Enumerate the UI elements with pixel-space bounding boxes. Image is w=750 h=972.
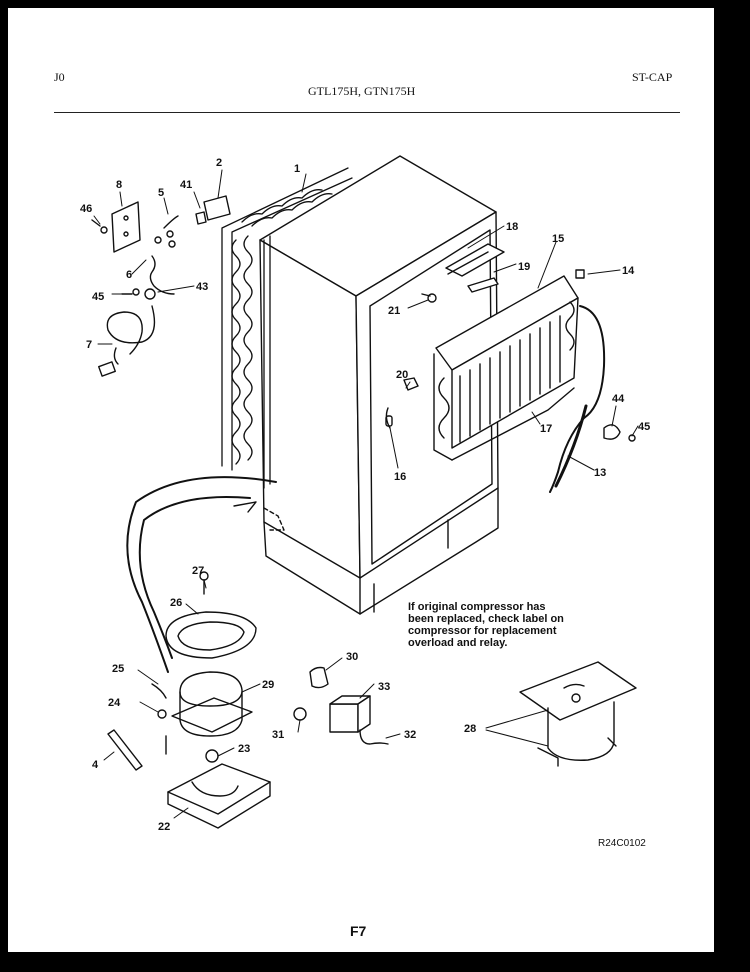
- label-8: 8: [116, 179, 122, 191]
- note-line-3: compressor for replacement: [408, 625, 557, 637]
- label-24: 24: [108, 697, 121, 709]
- page-label: F7: [350, 923, 367, 939]
- label-18: 18: [506, 221, 518, 233]
- label-26: 26: [170, 597, 182, 609]
- diagram-code: R24C0102: [598, 838, 646, 849]
- header-left-code: J0: [54, 70, 65, 84]
- refrigerator-cabinet: [259, 155, 499, 615]
- arrow-head: [233, 501, 257, 513]
- label-1: 1: [294, 163, 300, 175]
- note-line-4: overload and relay.: [408, 637, 507, 649]
- note-line-1: If original compressor has: [408, 601, 546, 613]
- label-20: 20: [396, 369, 408, 381]
- label-23: 23: [238, 743, 250, 755]
- suction-tube-end: [554, 404, 588, 488]
- label-46: 46: [80, 203, 92, 215]
- airflow-arrow: [126, 476, 277, 673]
- capacitor: [107, 729, 143, 771]
- drain-pan: [165, 571, 257, 659]
- defrost-heater: [451, 387, 575, 461]
- label-27: 27: [192, 565, 204, 577]
- label-2: 2: [216, 157, 222, 169]
- label-15: 15: [552, 233, 564, 245]
- leader-lines: [93, 169, 639, 819]
- label-7: 7: [86, 339, 92, 351]
- compressor-note: If original compressor has been replaced…: [408, 601, 564, 649]
- label-32: 32: [404, 729, 416, 741]
- label-44: 44: [612, 393, 625, 405]
- label-5: 5: [158, 187, 164, 199]
- parts-upper-left: [91, 195, 231, 377]
- label-33: 33: [378, 681, 390, 693]
- label-30: 30: [346, 651, 358, 663]
- label-6: 6: [126, 269, 132, 281]
- dashed-arrow: [263, 507, 285, 531]
- label-14: 14: [622, 265, 635, 277]
- relay-overload: [293, 666, 389, 745]
- parts-diagram: 1 2 41 5 8 46 6 45 43 7 18 15 19 14 21 2…: [80, 155, 650, 939]
- condenser-coil: [221, 167, 353, 489]
- label-21: 21: [388, 305, 400, 317]
- label-43: 43: [196, 281, 208, 293]
- label-4: 4: [92, 759, 99, 771]
- evaporator: [433, 275, 579, 461]
- label-19: 19: [518, 261, 530, 273]
- diagram-page: J0 GTL175H, GTN175H ST-CAP: [8, 8, 714, 952]
- compressor-base: [167, 749, 271, 829]
- note-line-2: been replaced, check label on: [408, 613, 564, 625]
- header-models: GTL175H, GTN175H: [308, 84, 416, 98]
- label-13: 13: [594, 467, 606, 479]
- label-45-left: 45: [92, 291, 104, 303]
- label-16: 16: [394, 471, 406, 483]
- header-rule: [54, 112, 680, 113]
- alternate-compressor: [519, 661, 637, 767]
- label-45-right: 45: [638, 421, 650, 433]
- label-41: 41: [180, 179, 192, 191]
- label-28-a: 28: [464, 723, 476, 735]
- parts-upper-right: [385, 243, 636, 442]
- label-31: 31: [272, 729, 284, 741]
- compressor: [151, 671, 253, 755]
- label-25: 25: [112, 663, 124, 675]
- label-22: 22: [158, 821, 170, 833]
- label-29: 29: [262, 679, 274, 691]
- header-right-code: ST-CAP: [632, 70, 673, 84]
- part-numbers: 1 2 41 5 8 46 6 45 43 7 18 15 19 14 21 2…: [80, 157, 650, 833]
- airflow-arrow-inner: [138, 495, 251, 659]
- label-17: 17: [540, 423, 552, 435]
